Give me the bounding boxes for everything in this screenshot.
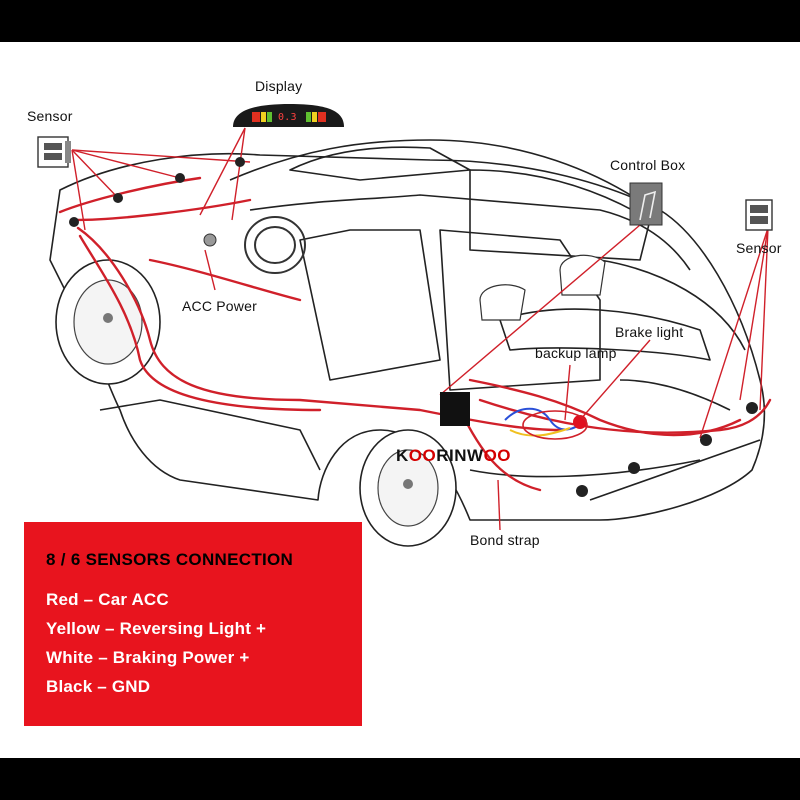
connection-info-panel: 8 / 6 SENSORS CONNECTION Red – Car ACC Y… [24, 522, 362, 726]
sensor-icon [37, 136, 71, 168]
watermark-part: K [396, 446, 409, 465]
connection-line-black: Black – GND [46, 677, 151, 696]
acc-connector [203, 233, 217, 247]
watermark-part: RINW [436, 446, 484, 465]
rear-sensor-dots [576, 402, 758, 497]
connection-heading: 8 / 6 SENSORS CONNECTION [46, 550, 294, 569]
watermark-part: OO [483, 446, 512, 465]
sensor-icon [745, 199, 773, 231]
mounted-control-box [440, 392, 470, 426]
display-readout: 0.3 [278, 112, 297, 123]
front-sensor-dots [69, 157, 245, 227]
sensor-label-right: Sensor [736, 240, 782, 256]
connection-line-yellow: Yellow – Reversing Light + [46, 619, 267, 638]
bond-strap-label: Bond strap [470, 532, 540, 548]
car-outline [49, 139, 766, 521]
control-box-label: Control Box [610, 157, 686, 173]
connection-line-white: White – Braking Power + [46, 648, 250, 667]
display-label: Display [255, 78, 303, 94]
rear-seat-left [479, 284, 526, 321]
steering-wheel [244, 216, 306, 274]
watermark-part: OO [408, 446, 437, 465]
rear-wheel [359, 429, 457, 547]
acc-power-label: ACC Power [182, 298, 257, 314]
control-box-icon [629, 182, 663, 226]
connection-line-red: Red – Car ACC [46, 590, 169, 609]
pointer-lines [71, 127, 769, 531]
display-unit [233, 104, 344, 127]
backup-lamp-label: backup lamp [535, 345, 617, 361]
tail-lamp [522, 410, 588, 440]
brand-watermark: KOORINWOO [396, 446, 511, 466]
sensor-label-left: Sensor [27, 108, 73, 124]
yellow-wire [509, 427, 571, 437]
front-wheel [55, 259, 161, 385]
brake-light-label: Brake light [615, 324, 684, 340]
rear-seat-right [559, 254, 606, 296]
